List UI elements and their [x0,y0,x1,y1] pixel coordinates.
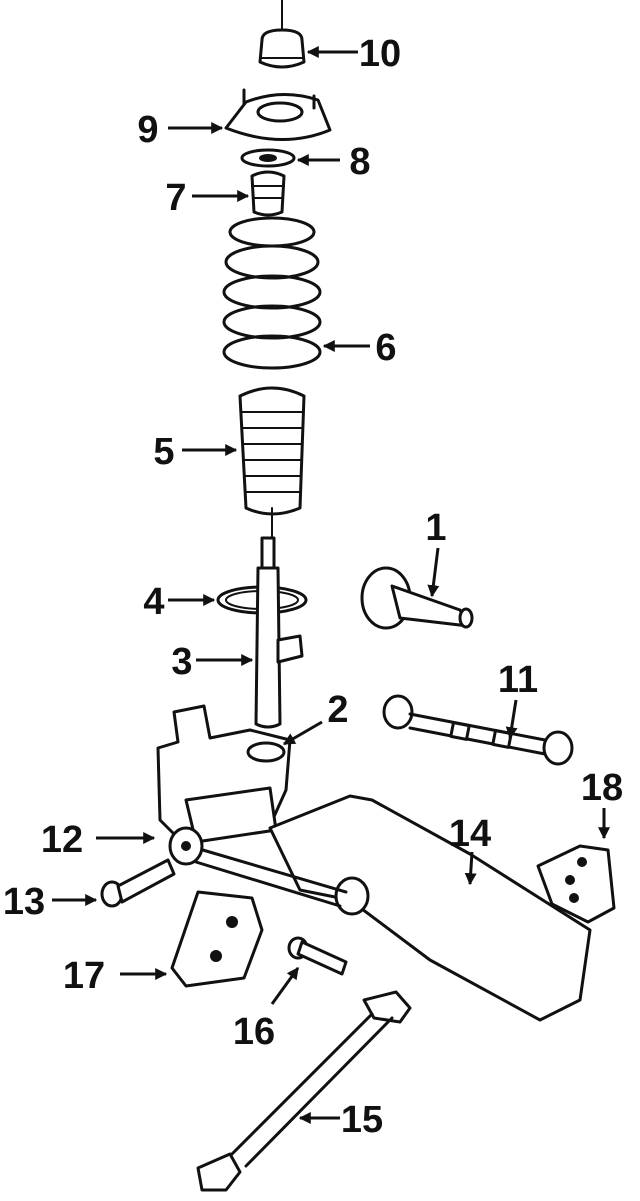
part-16-bolt [287,936,348,976]
part-18-bracket [536,844,616,924]
callout-15: 15 [341,1099,383,1141]
callout-16: 16 [233,1011,275,1053]
part-11-lateral-link [382,694,574,766]
callout-11: 11 [498,659,538,701]
callout-14: 14 [449,813,491,855]
arrow-1 [427,547,440,598]
part-14-control-arm [168,794,592,1022]
arrow-14 [464,851,477,886]
part-5-dust-boot [238,386,306,541]
callout-3: 3 [171,641,192,683]
callout-17: 17 [63,955,105,997]
part-6-coil-spring [222,216,322,370]
arrow-11 [505,699,518,740]
callout-5: 5 [153,431,174,473]
callout-6: 6 [375,327,396,369]
callout-12: 12 [41,819,83,861]
part-13-bolt [100,858,176,908]
callout-10: 10 [359,33,401,75]
callout-4: 4 [143,581,164,623]
callout-9: 9 [137,109,158,151]
callout-labels: 1 2 3 4 5 6 7 8 9 10 11 12 13 14 15 16 1… [3,33,623,1141]
leader-arrows [52,46,610,1124]
callout-2: 2 [327,689,348,731]
callout-7: 7 [165,177,186,219]
callout-18: 18 [581,767,623,809]
callout-1: 1 [425,507,446,549]
part-8-bearing [240,148,296,168]
part-10-strut-cap [258,28,306,69]
arrow-16 [270,967,300,1005]
part-2-knuckle [156,704,292,844]
part-7-jounce-bumper [250,170,286,217]
part-15-lower-link [196,990,412,1192]
arrow-2 [282,720,323,746]
callout-8: 8 [349,141,370,183]
part-3-strut [254,536,304,729]
part-9-upper-mount [224,88,332,142]
part-1-spindle [360,566,474,630]
callout-13: 13 [3,881,45,923]
part-17-bracket [170,890,264,988]
